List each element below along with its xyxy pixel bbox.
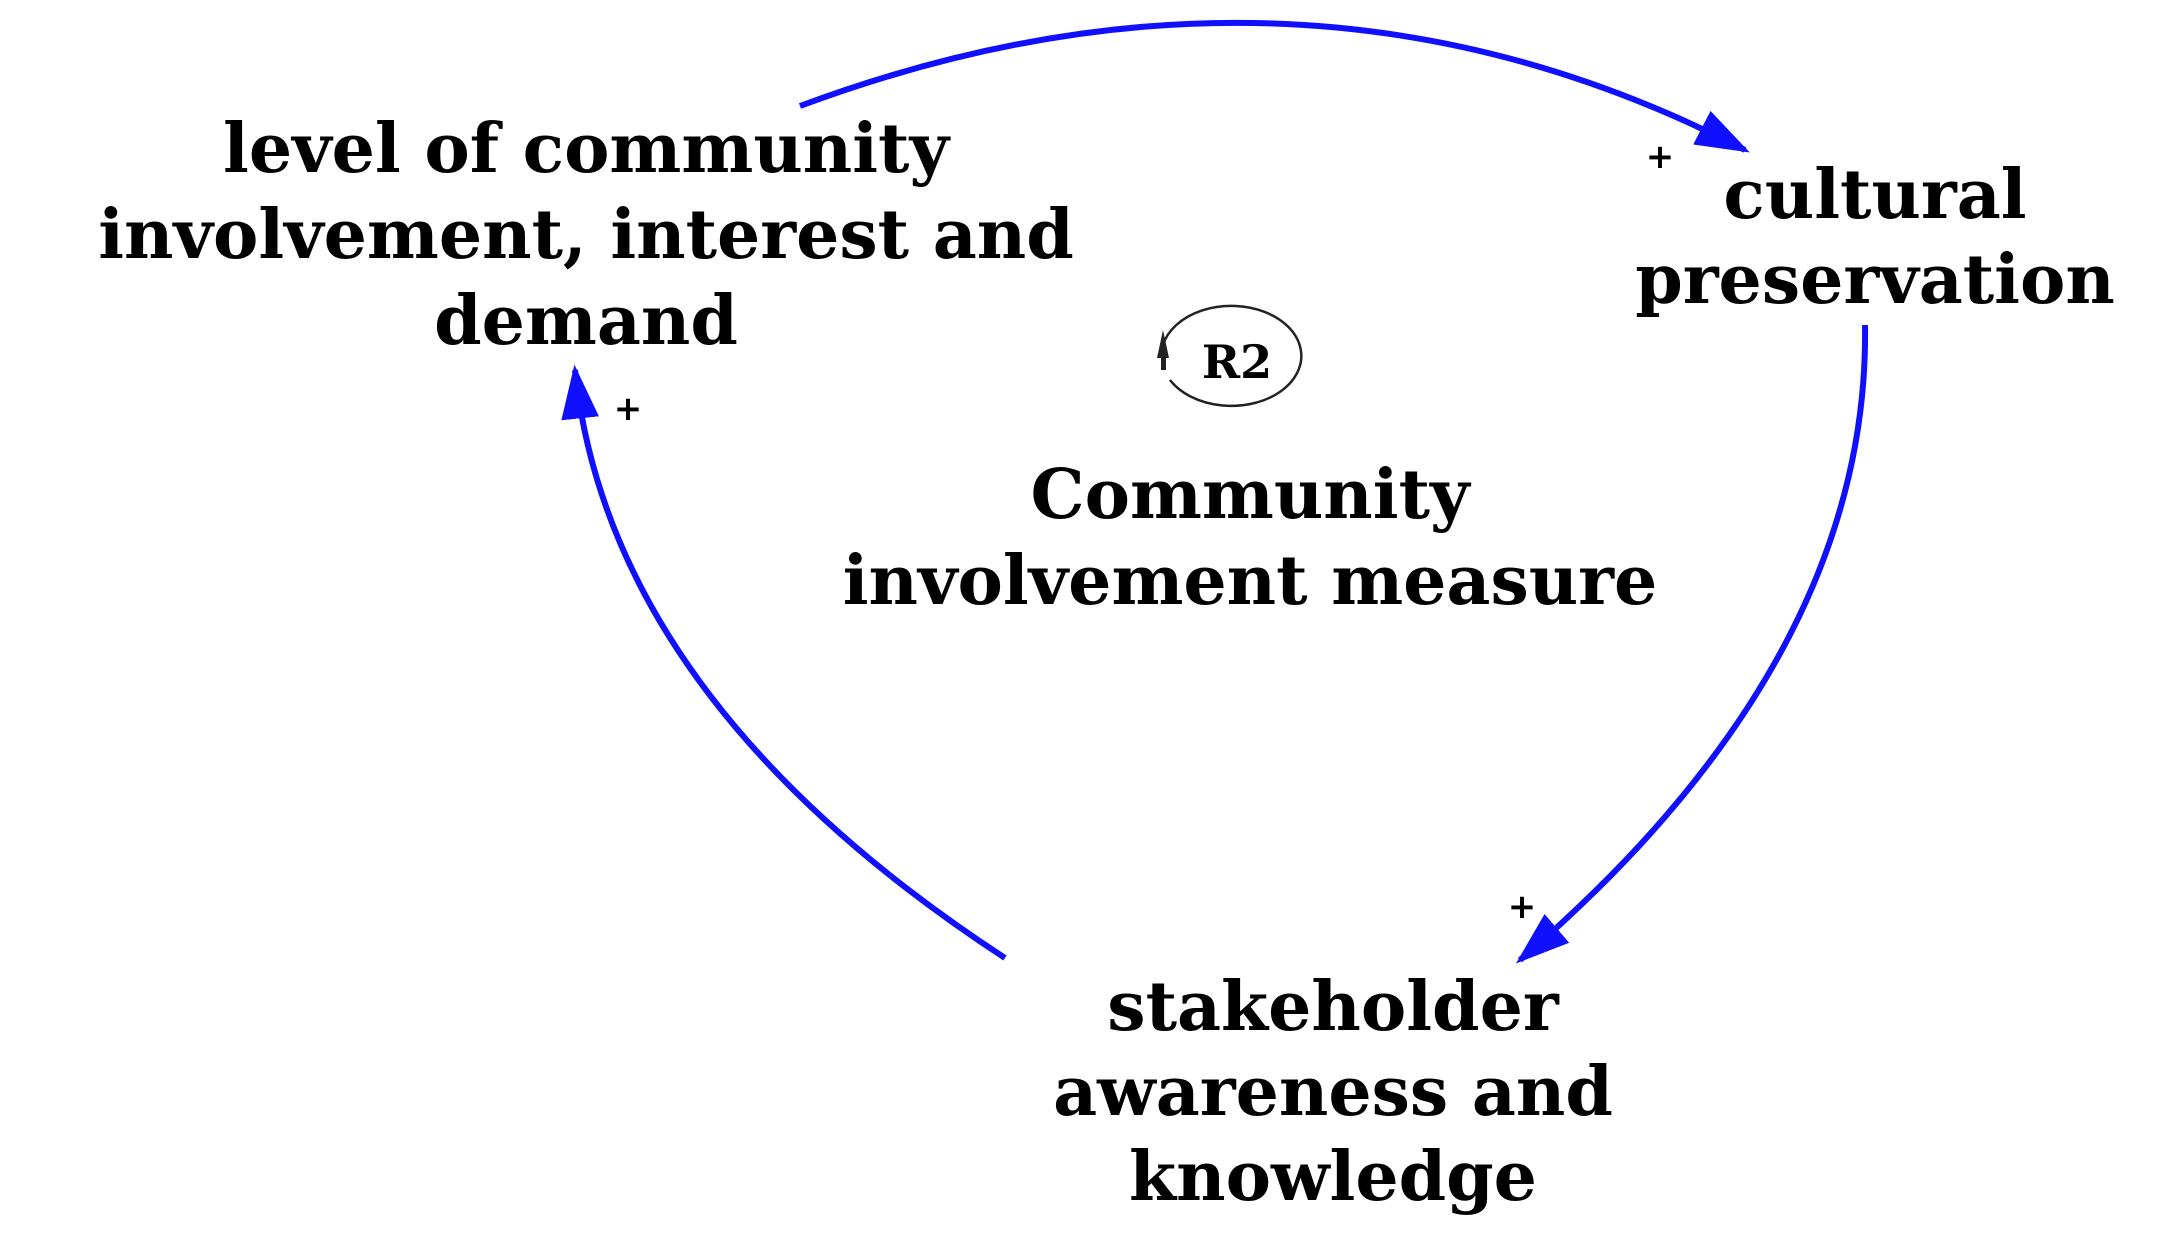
node-community-involvement-line-2: involvement, interest and	[98, 195, 1074, 275]
loop-label: R2	[1202, 335, 1272, 389]
polarity-awareness-to-involvement: +	[614, 389, 643, 429]
loop-title-line-2: involvement measure	[843, 541, 1658, 621]
link-preservation-to-awareness	[1515, 324, 1869, 964]
link-involvement-to-preservation	[798, 19, 1750, 153]
node-cultural-preservation-line-1: cultural	[1723, 155, 2026, 235]
loop-circle-icon	[1161, 304, 1303, 408]
polarity-involvement-to-preservation: +	[1646, 137, 1675, 177]
loop-stem-icon	[1161, 350, 1166, 370]
node-cultural-preservation-line-2: preservation	[1635, 240, 2115, 320]
node-community-involvement: level of community involvement, interest…	[98, 109, 1074, 361]
node-cultural-preservation: cultural preservation	[1635, 155, 2115, 320]
node-stakeholder-awareness-line-3: knowledge	[1129, 1137, 1537, 1217]
node-community-involvement-line-1: level of community	[223, 109, 951, 189]
loop-title-line-1: Community	[1030, 455, 1472, 535]
polarity-preservation-to-awareness: +	[1508, 887, 1537, 927]
node-community-involvement-line-3: demand	[434, 281, 738, 361]
loop-title: Community involvement measure	[843, 455, 1658, 621]
node-stakeholder-awareness-line-1: stakeholder	[1107, 967, 1560, 1047]
loop-marker-r2: R2	[1157, 304, 1303, 408]
link-awareness-to-involvement	[561, 364, 1007, 961]
node-stakeholder-awareness-line-2: awareness and	[1053, 1052, 1613, 1132]
node-stakeholder-awareness: stakeholder awareness and knowledge	[1053, 967, 1613, 1217]
